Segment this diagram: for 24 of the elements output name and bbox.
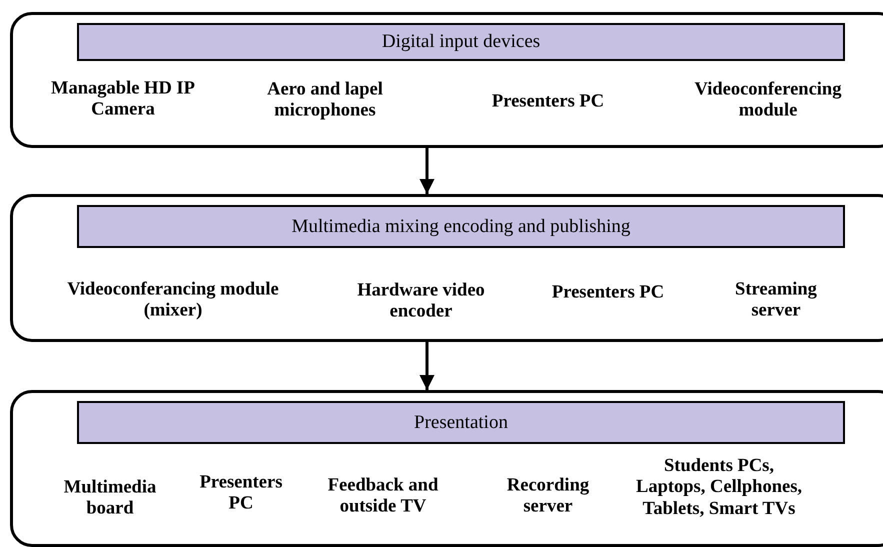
section-header-box <box>77 205 845 248</box>
component-label: Presenters PC <box>490 91 606 113</box>
component-label: Videoconferancing module (mixer) <box>66 280 280 322</box>
section-header-box <box>77 23 845 61</box>
component-label: Hardware video encoder <box>356 280 486 324</box>
group-panel <box>10 390 883 547</box>
arrow <box>420 148 434 194</box>
section-title: Multimedia mixing encoding and publishing <box>292 216 630 238</box>
arrow <box>420 342 434 390</box>
component-label: Streaming server <box>734 280 818 322</box>
component-label: Recording server <box>506 476 590 518</box>
section-title: Digital input devices <box>382 31 540 53</box>
component-label: Presenters PC <box>550 282 666 304</box>
component-label: Students PCs, Laptops, Cellphones, Tablets, Smart TVs <box>634 456 804 520</box>
component-label: Videoconferencing module <box>694 80 842 122</box>
component-label: Feedback and outside TV <box>326 476 440 518</box>
component-label: Aero and lapel microphones <box>266 80 384 122</box>
component-label: Multimedia board <box>62 478 158 520</box>
section-header-box <box>77 401 845 444</box>
section-title: Presentation <box>414 412 508 434</box>
group-panel <box>10 12 883 148</box>
component-label: Presenters PC <box>198 472 284 516</box>
component-label: Managable HD IP Camera <box>50 78 196 122</box>
group-panel <box>10 194 883 342</box>
